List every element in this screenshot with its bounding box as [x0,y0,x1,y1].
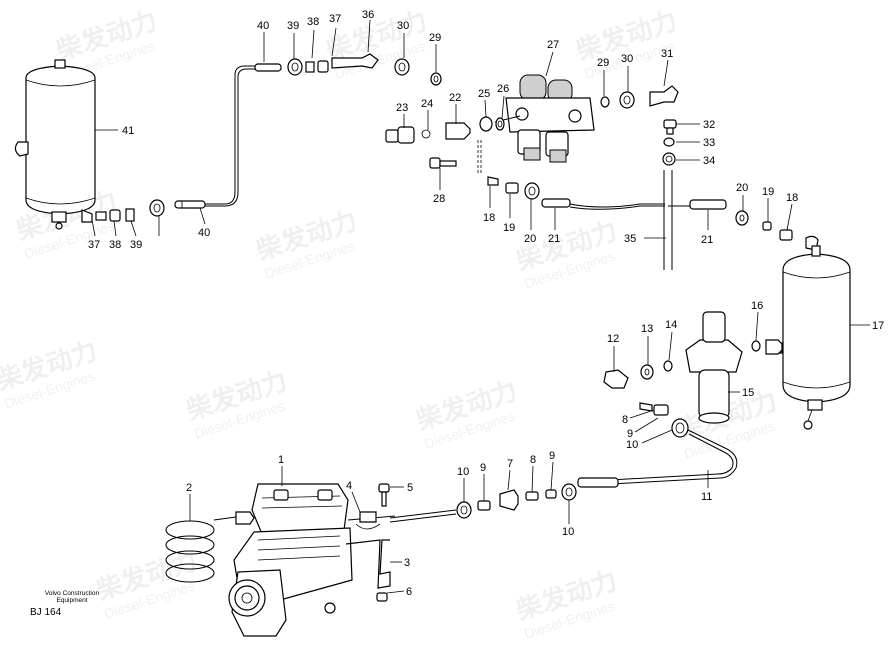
label-10: 10 [626,439,638,451]
label-38: 38 [109,239,121,251]
credit-line-2: Equipment [56,597,88,604]
label-12: 12 [607,333,619,345]
label-25: 25 [478,88,490,100]
fittings-37-40-left [81,53,442,223]
label-39: 39 [287,20,299,32]
part-number-labels: 41 40 39 38 37 36 30 29 27 29 30 31 32 3… [88,9,884,598]
valve-27 [494,74,595,163]
label-40: 40 [198,227,210,239]
label-29: 29 [429,32,441,44]
label-4: 4 [346,480,352,492]
label-31: 31 [661,48,673,60]
label-2: 2 [186,482,192,494]
label-11: 11 [701,491,712,503]
label-10: 10 [457,466,469,478]
label-33: 33 [703,137,715,149]
label-37: 37 [88,239,100,251]
label-27: 27 [547,39,559,51]
label-14: 14 [665,319,677,331]
publisher-credit: Volvo Construction Equipment [29,590,115,604]
label-38: 38 [307,16,319,28]
label-29: 29 [597,57,609,69]
label-8: 8 [622,414,628,426]
label-41: 41 [122,125,134,137]
label-15: 15 [742,387,754,399]
label-7: 7 [507,458,513,470]
leader-lines [91,19,870,594]
label-8: 8 [530,454,536,466]
label-18: 18 [786,192,798,204]
label-23: 23 [396,102,408,114]
air-tank-41 [14,59,96,230]
label-22: 22 [449,92,461,104]
label-1: 1 [278,454,284,466]
label-9: 9 [627,428,633,440]
air-tank-17 [770,245,851,430]
label-40: 40 [257,20,269,32]
label-30: 30 [621,53,633,65]
label-21: 21 [701,234,713,246]
label-9: 9 [549,450,555,462]
label-10: 10 [562,526,574,538]
label-5: 5 [407,482,413,494]
label-6: 6 [406,586,412,598]
pipes-7-11 [389,402,738,523]
label-19: 19 [503,222,515,234]
label-26: 26 [497,83,509,95]
label-19: 19 [762,186,774,198]
label-32: 32 [703,119,715,131]
label-24: 24 [421,98,433,110]
fittings-29-34 [600,85,679,166]
label-34: 34 [703,155,715,167]
label-35: 35 [624,233,636,245]
label-36: 36 [362,9,374,21]
label-21: 21 [548,233,560,245]
fittings-22-26 [385,116,505,175]
label-18: 18 [483,212,495,224]
governor-assembly [603,311,783,424]
compressor-1 [228,483,396,637]
label-3: 3 [404,557,410,569]
label-28: 28 [433,193,445,205]
label-13: 13 [641,323,653,335]
label-9: 9 [480,462,486,474]
label-30: 30 [397,20,409,32]
bracket-3 [345,483,391,602]
credit-line-1: Volvo Construction [44,590,100,597]
label-16: 16 [751,300,763,312]
label-20: 20 [524,233,536,245]
label-20: 20 [736,182,748,194]
label-39: 39 [130,239,142,251]
label-37: 37 [329,13,341,25]
label-17: 17 [872,320,884,332]
drawing-reference: BJ 164 [30,607,62,618]
